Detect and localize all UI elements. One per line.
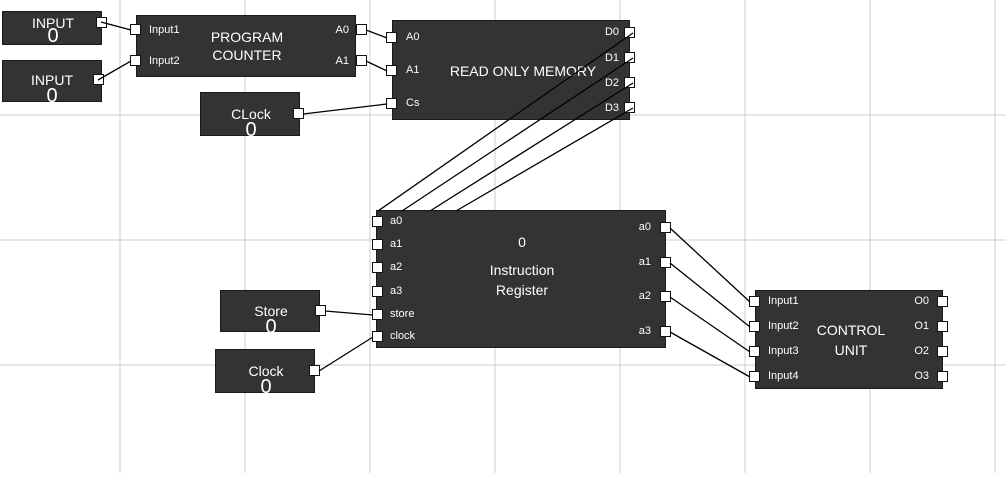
cu-o3-label: O3 — [914, 370, 929, 382]
ir-in-a3-label: a3 — [390, 285, 403, 297]
wire-rom-d1-to-ir — [401, 57, 634, 212]
ir-in-a0-label: a0 — [390, 215, 403, 227]
cu-input2-label: Input2 — [768, 320, 799, 332]
ir-store-label: store — [390, 308, 415, 320]
wire-clock-to-rom-cs — [302, 103, 388, 115]
input-block-1-label: INPUT — [32, 15, 74, 31]
program-counter-block[interactable]: PROGRAM COUNTER Input1 Input2 A0 A1 — [136, 15, 356, 77]
cu-o0-label: O0 — [914, 295, 929, 307]
clock-input-rom-label: CLock — [231, 106, 271, 122]
pc-a1-label: A1 — [335, 55, 349, 67]
wire-rom-d2-to-ir — [429, 82, 634, 212]
wire-ir-a0-to-cu — [669, 227, 751, 303]
ir-out-a0-pin[interactable] — [660, 222, 671, 233]
ir-in-a3-pin[interactable] — [372, 286, 383, 297]
rom-d3-output-pin[interactable] — [624, 102, 635, 113]
ir-out-a3-label: a3 — [638, 325, 651, 337]
wire-pc-a0-to-rom — [365, 29, 388, 39]
clock-input-block-ir[interactable]: Clock 0 — [215, 349, 315, 398]
ir-value: 0 — [518, 234, 526, 250]
clock-input-ir-label: Clock — [248, 363, 284, 379]
pc-a1-pin[interactable] — [356, 55, 367, 66]
rom-d1-label: D1 — [604, 52, 619, 64]
rom-d2-label: D2 — [604, 77, 619, 89]
wire-ir-a2-to-cu — [669, 296, 751, 353]
input-block-1[interactable]: INPUT 0 — [2, 11, 102, 47]
cu-o1-pin[interactable] — [937, 321, 948, 332]
ir-title-line1: Instruction — [489, 262, 555, 278]
rom-a1-label: A1 — [406, 64, 420, 76]
rom-d0-label: D0 — [604, 26, 619, 38]
wire-clock-to-ir — [318, 336, 374, 372]
ir-in-a2-label: a2 — [390, 261, 403, 273]
store-input-label: Store — [254, 303, 288, 319]
pc-input2-label: Input2 — [149, 55, 180, 67]
cu-o1-label: O1 — [914, 320, 929, 332]
input-block-1-value: 0 — [47, 25, 59, 47]
ir-clock-pin[interactable] — [372, 331, 383, 342]
pc-input2-pin[interactable] — [130, 55, 141, 66]
ir-out-a1-label: a1 — [638, 256, 651, 268]
instruction-register-block[interactable]: 0 Instruction Register a0 a1 a2 a3 store… — [376, 210, 666, 348]
rom-d1-output-pin[interactable] — [624, 52, 635, 63]
cu-input1-label: Input1 — [768, 295, 799, 307]
ir-out-a3-pin[interactable] — [660, 326, 671, 337]
control-unit-title-line2: UNIT — [834, 342, 868, 358]
ir-out-a2-label: a2 — [638, 290, 651, 302]
wire-input1-to-pc — [100, 21, 132, 31]
ir-out-a2-pin[interactable] — [660, 291, 671, 302]
rom-title: READ ONLY MEMORY — [449, 63, 597, 79]
rom-d2-output-pin[interactable] — [624, 77, 635, 88]
wire-ir-a1-to-cu — [669, 262, 751, 328]
wire-ir-a3-to-cu — [669, 331, 751, 378]
pc-input1-label: Input1 — [149, 24, 180, 36]
ir-in-a2-pin[interactable] — [372, 262, 383, 273]
control-unit-block[interactable]: CONTROL UNIT Input1 Input2 Input3 Input4… — [755, 290, 943, 389]
ir-in-a1-pin[interactable] — [372, 239, 383, 250]
wire-rom-d0-to-ir — [377, 32, 634, 212]
rom-d3-label: D3 — [604, 102, 619, 114]
rom-a0-label: A0 — [406, 31, 420, 43]
wire-input2-to-pc — [97, 60, 132, 81]
ir-title-line2: Register — [495, 282, 549, 298]
rom-d0-output-pin[interactable] — [624, 27, 635, 38]
rom-cs-label: Cs — [406, 97, 420, 109]
ir-in-a1-label: a1 — [390, 238, 403, 250]
input-block-2-label: INPUT — [31, 72, 73, 88]
ir-out-a1-pin[interactable] — [660, 257, 671, 268]
control-unit-title-line1: CONTROL — [816, 322, 886, 338]
wire-rom-d3-to-ir — [455, 107, 634, 212]
rom-block[interactable]: READ ONLY MEMORY A0 A1 Cs D0 D1 D2 D3 — [392, 20, 630, 120]
input-block-2[interactable]: INPUT 0 — [2, 60, 102, 107]
cu-o3-pin[interactable] — [937, 371, 948, 382]
ir-out-a0-label: a0 — [638, 221, 651, 233]
program-counter-title-line1: PROGRAM — [210, 29, 284, 45]
ir-clock-label: clock — [390, 330, 416, 342]
cu-o0-pin[interactable] — [937, 296, 948, 307]
cu-input4-label: Input4 — [768, 370, 799, 382]
pc-a0-label: A0 — [335, 24, 349, 36]
clock-input-ir-value: 0 — [260, 376, 272, 398]
cu-input3-label: Input3 — [768, 345, 799, 357]
cu-o2-pin[interactable] — [937, 346, 948, 357]
cu-o2-label: O2 — [914, 345, 929, 357]
wire-store-to-ir — [324, 310, 374, 316]
ir-in-a0-pin[interactable] — [372, 216, 383, 227]
wire-pc-a1-to-rom — [365, 60, 388, 72]
store-input-block[interactable]: Store 0 — [220, 290, 320, 338]
program-counter-title-line2: COUNTER — [212, 47, 282, 63]
clock-input-rom-value: 0 — [245, 119, 257, 141]
input-block-2-value: 0 — [46, 85, 58, 107]
store-input-value: 0 — [265, 316, 277, 338]
